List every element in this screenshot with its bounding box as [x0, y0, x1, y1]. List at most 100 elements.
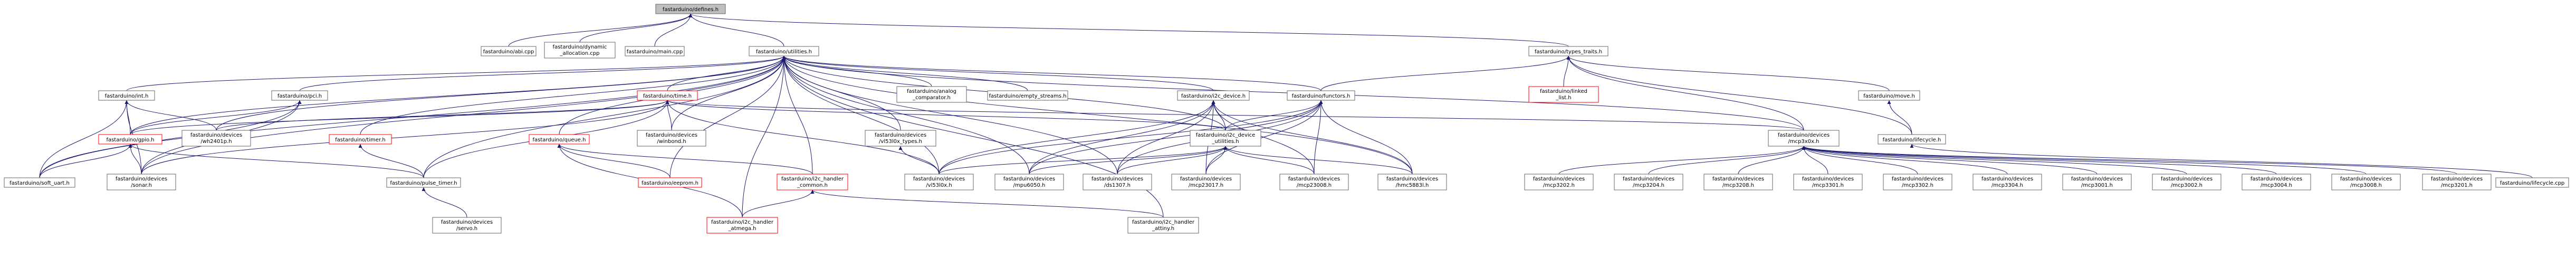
node-label: fastarduino/i2c_handler: [781, 176, 844, 182]
edge-i2c_device_utilities-ds1307: [1117, 146, 1228, 175]
edge-mcp3x0x-mcp3208: [1738, 146, 1806, 175]
node-box: [432, 217, 502, 234]
node-label: /mcp3001.h: [2081, 183, 2113, 188]
node-timer[interactable]: fastarduino/timer.h: [329, 134, 392, 145]
edge-utilities-vl53l0x: [782, 55, 940, 175]
node-dyn_alloc[interactable]: fastarduino/dynamic_allocation.cpp: [544, 42, 616, 59]
edge-time-wh2401p: [216, 100, 669, 131]
node-vl53l0x_types[interactable]: fastarduino/devices/vl53l0x_types.h: [865, 130, 936, 147]
node-abi[interactable]: fastarduino/abi.cpp: [481, 46, 537, 56]
node-label: fastarduino/i2c_handler: [711, 219, 774, 225]
edge-functors-hmc5883l: [1319, 100, 1413, 175]
node-time[interactable]: fastarduino/time.h: [637, 90, 698, 101]
node-main[interactable]: fastarduino/main.cpp: [625, 46, 685, 56]
node-mcp3002[interactable]: fastarduino/devices/mcp3002.h: [2152, 174, 2221, 190]
node-int[interactable]: fastarduino/int.h: [98, 90, 155, 101]
node-linked_list[interactable]: fastarduino/linked_list.h: [1528, 86, 1599, 103]
edge-time-mcp3x0x: [666, 100, 1804, 131]
node-mcp3208[interactable]: fastarduino/devices/mcp3208.h: [1703, 174, 1773, 190]
node-label: /mcp3302.h: [1902, 183, 1933, 188]
node-label: fastarduino/devices: [1892, 176, 1943, 182]
edge-gpio-pulse_timer: [128, 144, 424, 178]
node-mcp3304[interactable]: fastarduino/devices/mcp3304.h: [1972, 174, 2042, 190]
node-mcp3x0x[interactable]: fastarduino/devices/mcp3x0x.h: [1768, 130, 1840, 147]
node-i2c_handler_attiny[interactable]: fastarduino/i2c_handler_attiny.h: [1127, 217, 1199, 234]
node-mcp3004[interactable]: fastarduino/devices/mcp3004.h: [2242, 174, 2311, 190]
node-wh2401p[interactable]: fastarduino/devices/wh2401p.h: [181, 130, 251, 147]
edge-types_traits-functors: [1320, 55, 1571, 91]
node-pci[interactable]: fastarduino/pci.h: [271, 90, 328, 101]
node-defines[interactable]: fastarduino/defines.h: [655, 4, 726, 14]
node-eeprom[interactable]: fastarduino/eeprom.h: [638, 177, 702, 188]
node-box: [1768, 130, 1840, 147]
node-mcp3202[interactable]: fastarduino/devices/mcp3202.h: [1524, 174, 1594, 190]
edge-lifecycle_h-lifecycle_cpp: [1910, 144, 2533, 178]
node-lifecycle_cpp[interactable]: fastarduino/lifecycle.cpp: [2495, 177, 2569, 188]
node-lifecycle_h[interactable]: fastarduino/lifecycle.h: [1878, 134, 1946, 145]
node-servo[interactable]: fastarduino/devices/servo.h: [432, 217, 502, 234]
edge-time-i2c_device_utilities: [665, 100, 1226, 131]
node-vl53l0x[interactable]: fastarduino/devices/vl53l0x.h: [904, 174, 974, 190]
node-label: fastarduino/empty_streams.h: [989, 93, 1067, 99]
node-box: [1177, 90, 1250, 101]
node-label: /mcp3301.h: [1812, 183, 1844, 188]
node-label: /mcp3201.h: [2441, 183, 2473, 188]
node-i2c_handler_atmega[interactable]: fastarduino/i2c_handler_atmega.h: [706, 217, 778, 234]
node-move[interactable]: fastarduino/move.h: [1858, 90, 1920, 101]
node-box: [4, 177, 75, 188]
node-ds1307[interactable]: fastarduino/devices/ds1307.h: [1083, 174, 1152, 190]
node-box: [706, 217, 778, 234]
edge-utilities-i2c_handler_attiny: [782, 55, 1164, 218]
node-mcp23008[interactable]: fastarduino/devices/mcp23008.h: [1279, 174, 1349, 190]
node-label: /mcp3004.h: [2261, 183, 2292, 188]
node-gpio[interactable]: fastarduino/gpio.h: [98, 134, 162, 145]
edge-defines-utilities: [688, 13, 784, 47]
node-mcp3204[interactable]: fastarduino/devices/mcp3204.h: [1614, 174, 1683, 190]
node-box: [655, 4, 726, 14]
node-box: [987, 90, 1068, 101]
node-soft_uart[interactable]: fastarduino/soft_uart.h: [4, 177, 75, 188]
node-mcp3301[interactable]: fastarduino/devices/mcp3301.h: [1793, 174, 1863, 190]
node-mcp3201[interactable]: fastarduino/devices/mcp3201.h: [2422, 174, 2492, 190]
node-label: fastarduino/devices: [913, 176, 965, 182]
edge-utilities-i2c_device: [782, 55, 1214, 91]
node-label: fastarduino/defines.h: [663, 7, 719, 13]
node-mcp23017[interactable]: fastarduino/devices/mcp23017.h: [1171, 174, 1241, 190]
node-box: [1083, 174, 1152, 190]
edge-utilities-timer: [360, 55, 786, 135]
node-box: [1883, 174, 1952, 190]
node-mpu6050[interactable]: fastarduino/devices/mpu6050.h: [994, 174, 1064, 190]
node-label: fastarduino/devices: [1712, 176, 1764, 182]
node-analog_comparator[interactable]: fastarduino/analog_comparator.h: [896, 86, 967, 103]
node-functors[interactable]: fastarduino/functors.h: [1287, 90, 1355, 101]
node-mcp3008[interactable]: fastarduino/devices/mcp3008.h: [2331, 174, 2401, 190]
node-i2c_device[interactable]: fastarduino/i2c_device.h: [1177, 90, 1250, 101]
node-label: fastarduino/utilities.h: [756, 49, 812, 55]
node-i2c_handler_common[interactable]: fastarduino/i2c_handler_common.h: [777, 174, 848, 190]
node-sonar[interactable]: fastarduino/devices/sonar.h: [107, 174, 176, 190]
node-pulse_timer[interactable]: fastarduino/pulse_timer.h: [386, 177, 461, 188]
node-box: [386, 177, 461, 188]
edge-move-lifecycle_h: [1887, 100, 1912, 135]
node-queue[interactable]: fastarduino/queue.h: [529, 134, 590, 145]
node-box: [529, 134, 590, 145]
node-empty_streams[interactable]: fastarduino/empty_streams.h: [987, 90, 1068, 101]
node-types_traits[interactable]: fastarduino/types_traits.h: [1528, 46, 1608, 56]
edge-defines-abi: [508, 13, 693, 47]
node-i2c_device_utilities[interactable]: fastarduino/i2c_device_utilities.h: [1190, 130, 1261, 147]
node-label: fastarduino/devices: [2431, 176, 2483, 182]
node-mcp3302[interactable]: fastarduino/devices/mcp3302.h: [1883, 174, 1952, 190]
node-box: [1377, 174, 1447, 190]
node-winbond[interactable]: fastarduino/devices/winbond.h: [637, 130, 706, 147]
edge-vl53l0x_types-vl53l0x: [898, 146, 940, 175]
edge-types_traits-move: [1566, 55, 1890, 91]
node-mcp3001[interactable]: fastarduino/devices/mcp3001.h: [2062, 174, 2132, 190]
node-label: _allocation.cpp: [560, 51, 600, 56]
node-label: fastarduino/timer.h: [335, 137, 385, 143]
node-label: /mpu6050.h: [1013, 183, 1046, 188]
node-hmc5883l[interactable]: fastarduino/devices/hmc5883l.h: [1377, 174, 1447, 190]
edge-types_traits-lifecycle_h: [1566, 55, 1912, 135]
node-utilities[interactable]: fastarduino/utilities.h: [749, 46, 819, 56]
node-label: fastarduino/lifecycle.h: [1883, 137, 1941, 143]
node-box: [2331, 174, 2401, 190]
